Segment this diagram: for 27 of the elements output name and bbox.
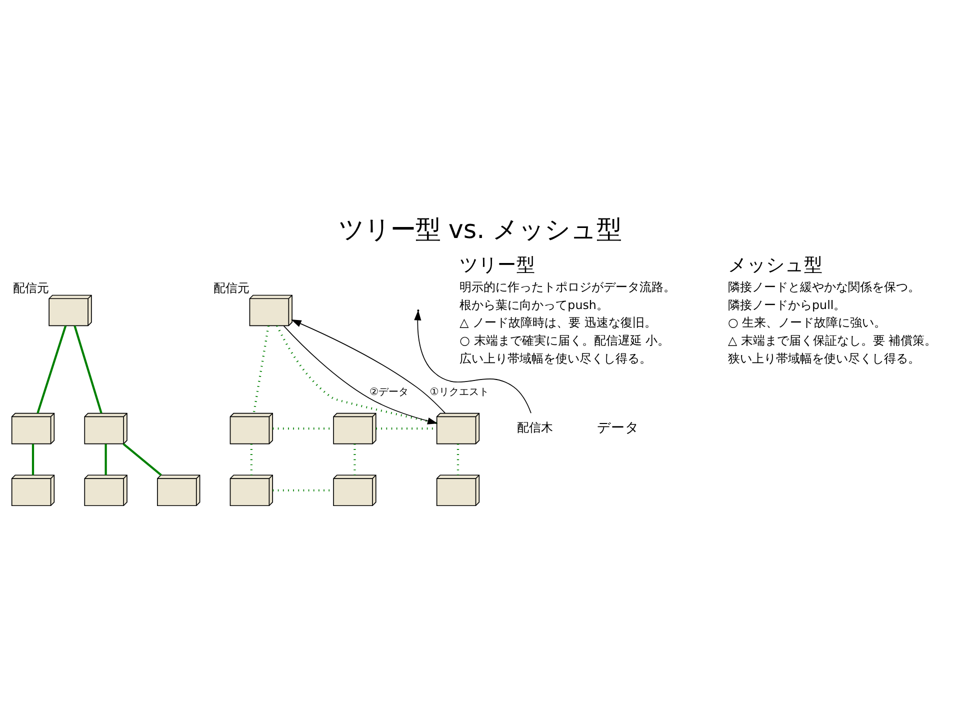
label: 狭い上り帯域幅を使い尽くし得る。 bbox=[728, 351, 920, 366]
label: 隣接ノードからpull。 bbox=[728, 298, 846, 312]
label: ○ 生来、ノード故障に強い。 bbox=[728, 316, 886, 330]
label: メッシュ型 bbox=[728, 255, 824, 276]
edge-label: ②データ bbox=[369, 387, 409, 398]
connector bbox=[36, 326, 67, 414]
label: ○ 末端まで確実に届く。配信遅延 小。 bbox=[460, 334, 670, 348]
connector bbox=[32, 444, 34, 476]
label: 根から葉に向かってpush。 bbox=[460, 298, 608, 312]
label: 隣接ノードと緩やかな関係を保つ。 bbox=[728, 280, 920, 294]
label: 広い上り帯域幅を使い尽くし得る。 bbox=[460, 351, 652, 366]
label: 明示的に作ったトポロジがデータ流路。 bbox=[460, 280, 676, 294]
label: △ 末端まで届く保証なし。要 補償策。 bbox=[728, 334, 937, 348]
label: データ bbox=[596, 420, 639, 436]
edge-label: ①リクエスト bbox=[430, 387, 489, 398]
arrow bbox=[291, 320, 446, 414]
label: ツリー型 bbox=[460, 255, 536, 276]
connector bbox=[122, 443, 162, 476]
connector bbox=[74, 326, 102, 414]
diagram-title: ツリー型 vs. メッシュ型 bbox=[338, 214, 622, 244]
connector bbox=[252, 326, 270, 414]
node-label: 配信元 bbox=[214, 281, 250, 296]
arrow bbox=[414, 310, 532, 414]
node-text: 配信木 bbox=[517, 420, 554, 435]
node-label: 配信元 bbox=[12, 281, 49, 296]
label: △ ノード故障時は、要 迅速な復旧。 bbox=[460, 316, 656, 330]
connector bbox=[104, 444, 107, 476]
